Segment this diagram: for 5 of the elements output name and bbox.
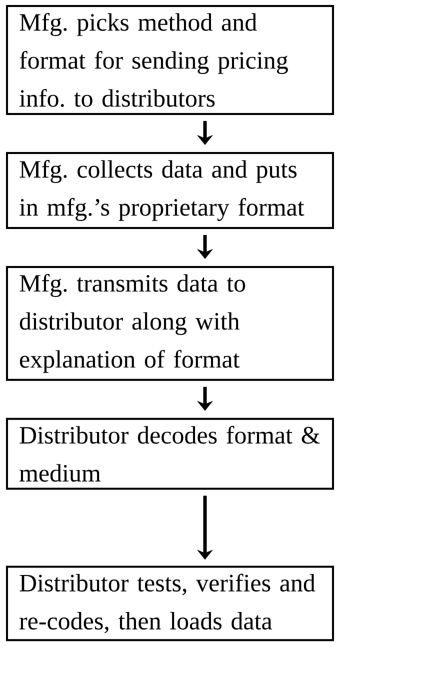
process-box: Distributor tests, verifies and re-codes, then loads data xyxy=(6,566,334,642)
process-box: Mfg. collects data and puts in mfg.’s proprietary format xyxy=(6,152,334,229)
process-box: Distributor decodes format & medium xyxy=(6,418,334,490)
process-box: Mfg. transmits data to distributor along with explanation of format xyxy=(6,266,334,381)
process-box: Mfg. picks method and format for sending pricing info. to distributors xyxy=(6,5,334,115)
